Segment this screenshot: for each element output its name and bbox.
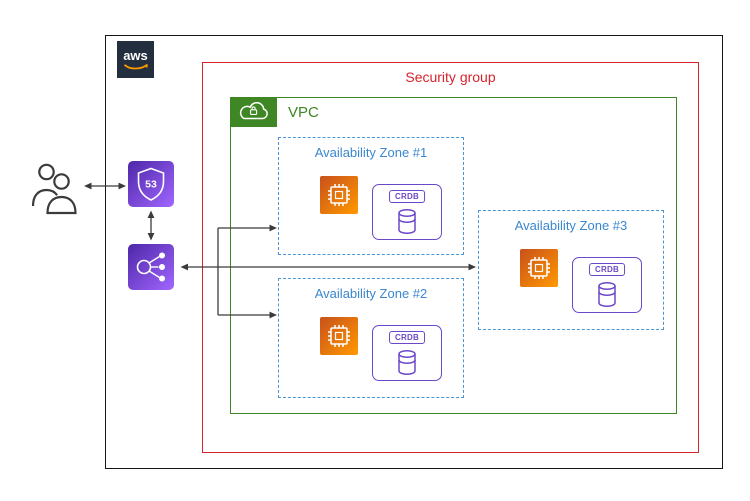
aws-logo-text: aws [123,48,148,63]
security-group-boundary: Security group [202,62,699,453]
ec2-instance-icon [520,249,558,287]
load-balancer-icon [128,244,174,290]
vpc-label: VPC [288,104,319,121]
route53-shield-icon: 53 [137,167,165,201]
security-group-label: Security group [405,69,496,85]
availability-zone-2: Availability Zone #2 CRDB [278,278,464,398]
aws-logo: aws [117,41,154,78]
users-icon [31,163,77,215]
database-cylinder-icon [398,209,416,234]
route53-badge-text: 53 [145,179,157,191]
elastic-load-balancing-icon [136,252,165,282]
route53-icon: 53 [128,161,174,207]
ec2-instance-icon [320,317,358,355]
aws-smile-icon [123,63,148,70]
aws-account-boundary [105,35,723,469]
database-cylinder-icon [398,350,416,375]
crdb-node: CRDB [372,325,442,381]
crdb-label: CRDB [589,263,625,276]
crdb-label: CRDB [389,331,425,344]
availability-zone-1: Availability Zone #1 CRDB [278,137,464,255]
aws-smile-tip [144,64,148,68]
vpc-boundary: VPC [230,97,677,414]
database-cylinder-icon [598,282,616,307]
availability-zone-3: Availability Zone #3 CRDB [478,210,664,330]
crdb-node: CRDB [372,184,442,240]
vpc-cloud-lock-icon [230,97,277,127]
aws-logo-icon: aws [123,48,148,70]
availability-zone-2-label: Availability Zone #2 [314,286,428,301]
crdb-label: CRDB [389,190,425,203]
availability-zone-3-label: Availability Zone #3 [514,218,628,233]
ec2-instance-icon [320,176,358,214]
crdb-node: CRDB [572,257,642,313]
availability-zone-1-label: Availability Zone #1 [314,145,428,160]
